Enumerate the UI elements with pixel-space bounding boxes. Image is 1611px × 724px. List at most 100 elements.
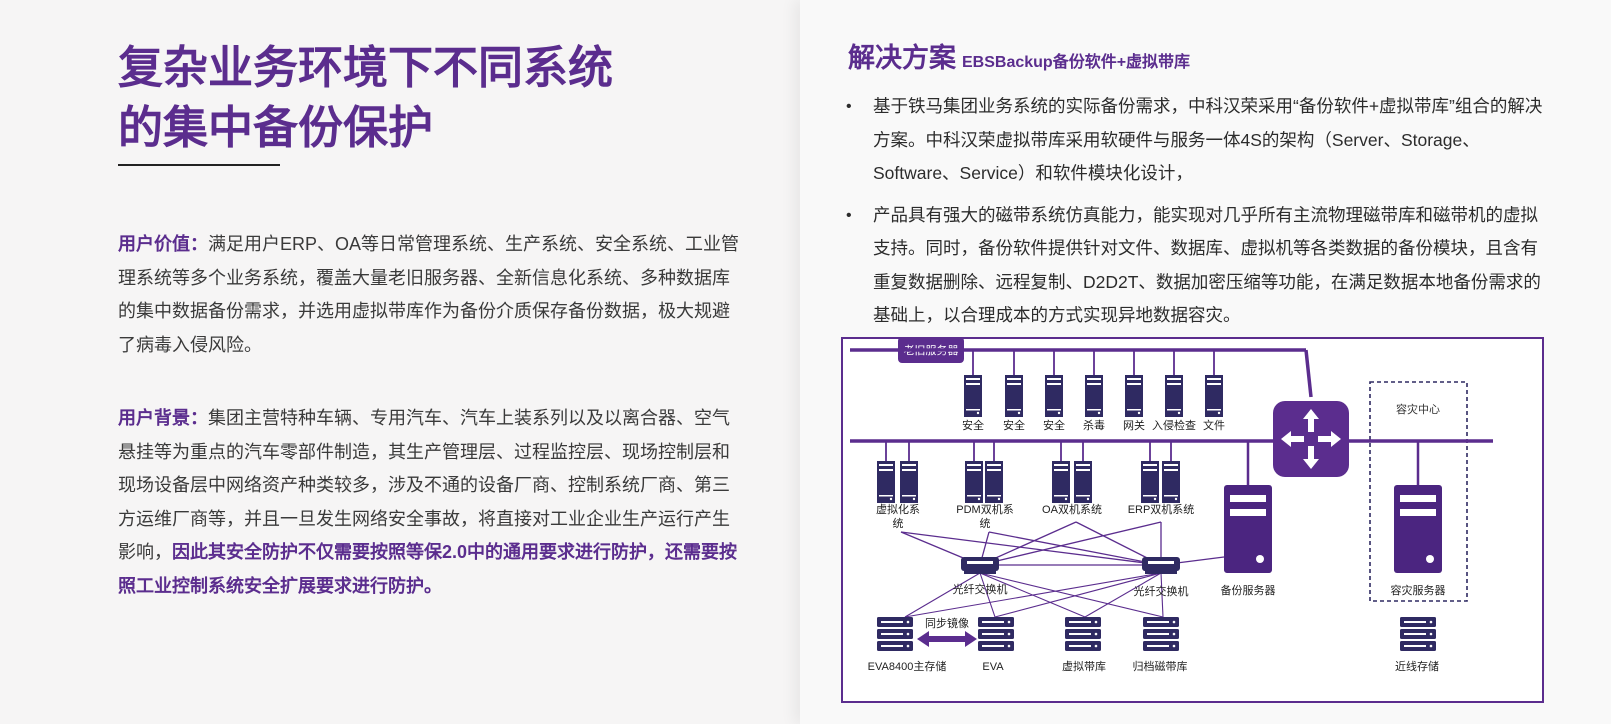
fiber-switch-icon: [961, 557, 999, 574]
big-server-body: [1224, 485, 1272, 573]
storage-led: [1007, 644, 1011, 648]
server-slot: [1164, 495, 1178, 497]
group-label: 虚拟化系: [876, 502, 920, 516]
server-body: [1205, 375, 1223, 417]
server-slot: [1207, 409, 1221, 411]
storage-link: [1160, 572, 1164, 618]
dr-server-icon: [1394, 485, 1442, 573]
router-arrow: [1281, 431, 1304, 447]
dr-center-box: [1369, 381, 1468, 602]
server-led: [1057, 411, 1061, 415]
big-server-button: [1256, 555, 1264, 563]
server-slot: [1167, 409, 1181, 411]
server-body: [877, 461, 895, 503]
server-slot: [1087, 378, 1101, 380]
server-slot: [966, 383, 980, 385]
storage-label: 近线存储: [1395, 659, 1439, 673]
bullet-dot: •: [846, 98, 852, 115]
storage-slot: [982, 621, 1004, 623]
server-body: [1125, 375, 1143, 417]
big-server-button: [1426, 555, 1434, 563]
storage-link: [904, 572, 981, 618]
server-led: [1217, 411, 1221, 415]
server-slot: [1054, 464, 1068, 466]
fiber-switch-icon: [1142, 557, 1180, 574]
storage-link: [1084, 572, 1162, 618]
big-server-slot: [1230, 495, 1266, 502]
bullet-item: •产品具有强大的磁带系统仿真能力，能实现对几乎所有主流物理磁带库和磁带机的虚拟支…: [842, 199, 1552, 333]
server-led: [1174, 497, 1178, 501]
server-body: [965, 461, 983, 503]
storage-slot: [1404, 633, 1426, 635]
storage-slot: [1069, 645, 1091, 647]
solution-subtitle: EBSBackup备份软件+虚拟带库: [962, 54, 1191, 71]
top-server-icon: [964, 375, 982, 417]
server-body: [1141, 461, 1159, 503]
switch-base: [964, 571, 996, 574]
storage-led: [906, 644, 910, 648]
server-slot: [966, 378, 980, 380]
group-label-cont: 统: [980, 517, 991, 530]
server-slot: [879, 464, 893, 466]
server-body: [964, 375, 982, 417]
group-server-icon: [985, 461, 1003, 503]
server-body: [985, 461, 1003, 503]
storage-slot: [881, 621, 903, 623]
server-slot: [902, 495, 916, 497]
top-server-label: 安全: [1043, 418, 1065, 432]
group-server-icon: [1141, 461, 1159, 503]
title-line-2: 的集中备份保护: [118, 102, 434, 153]
big-server-slot: [1400, 509, 1436, 516]
server-slot: [1087, 409, 1101, 411]
title-line-1: 复杂业务环境下不同系统: [118, 42, 614, 93]
server-led: [912, 497, 916, 501]
group-label: PDM双机系: [956, 502, 1013, 516]
group-server-icon: [900, 461, 918, 503]
storage-link: [979, 572, 1164, 618]
solution-bullets: •基于铁马集团业务系统的实际备份需求，中科汉荣采用“备份软件+虚拟带库”组合的解…: [842, 90, 1552, 341]
top-server-label: 杀毒: [1083, 418, 1105, 432]
server-slot: [1007, 409, 1021, 411]
top-server-label: 安全: [1003, 418, 1025, 432]
big-server-slot: [1230, 509, 1266, 516]
storage-rack-icon: [978, 617, 1014, 651]
server-slot: [879, 469, 893, 471]
storage-rack-icon: [877, 617, 913, 651]
server-slot: [967, 495, 981, 497]
backup-server-icon: [1224, 485, 1272, 573]
top-server-icon: [1045, 375, 1063, 417]
server-slot: [1164, 469, 1178, 471]
fiber-link: [979, 521, 1162, 566]
server-led: [1086, 497, 1090, 501]
big-server-slot: [1400, 495, 1436, 502]
switch-label: 光纤交换机: [953, 582, 1008, 596]
architecture-diagram-svg: 老旧服务器 容灾中心 安全安全安全杀毒网关入侵检查文件虚拟化系统PDM双机系统O…: [841, 337, 1544, 703]
server-body: [1005, 375, 1023, 417]
server-slot: [1164, 464, 1178, 466]
core-router-icon: [1273, 401, 1349, 477]
server-slot: [1054, 469, 1068, 471]
server-slot: [1007, 378, 1021, 380]
bullet-text: 产品具有强大的磁带系统仿真能力，能实现对几乎所有主流物理磁带库和磁带机的虚拟支持…: [873, 204, 1541, 326]
storage-slot: [881, 633, 903, 635]
server-led: [1137, 411, 1141, 415]
storage-slot: [1147, 621, 1169, 623]
storage-slot: [1404, 621, 1426, 623]
storage-rack-icon: [1065, 617, 1101, 651]
storage-slot: [1069, 621, 1091, 623]
left-panel: [0, 0, 800, 724]
storage-led: [1007, 632, 1011, 636]
server-led: [1153, 497, 1157, 501]
server-slot: [1076, 495, 1090, 497]
server-led: [1017, 411, 1021, 415]
server-led: [1064, 497, 1068, 501]
storage-label: EVA: [982, 661, 1004, 673]
storage-slot: [982, 633, 1004, 635]
storage-led: [906, 632, 910, 636]
server-led: [977, 497, 981, 501]
server-slot: [1047, 378, 1061, 380]
server-led: [997, 497, 1001, 501]
user-background-text: 集团主营特种车辆、专用汽车、汽车上装系列以及以离合器、空气悬挂等为重点的汽车零部…: [118, 408, 730, 562]
